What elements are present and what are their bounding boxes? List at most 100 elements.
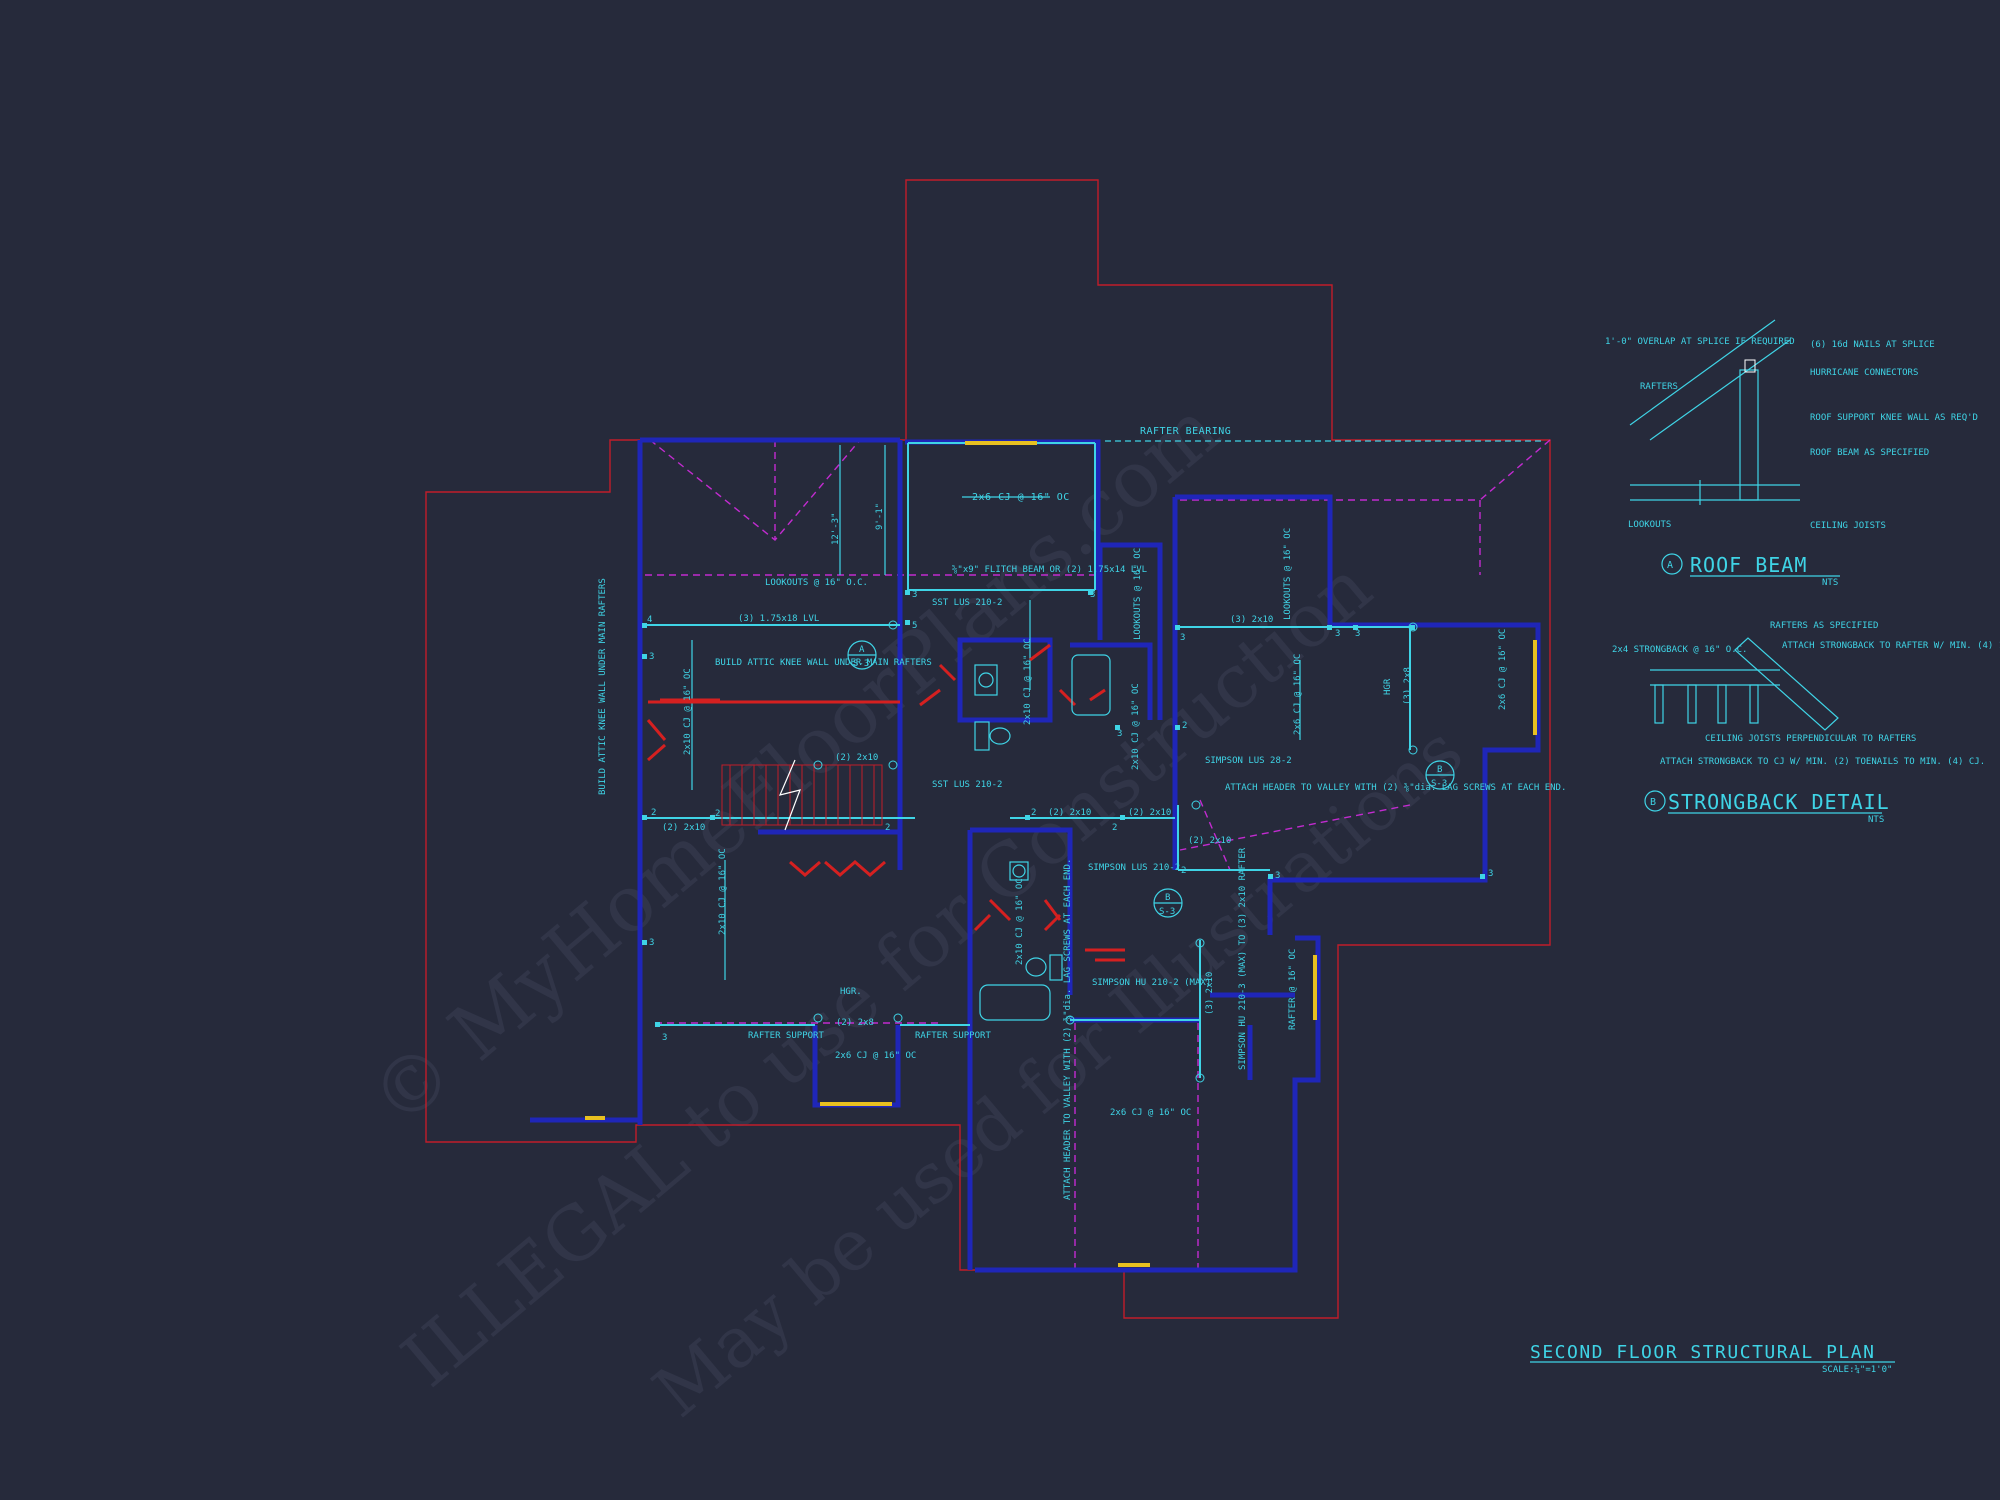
post-number: 3 [1117,729,1122,739]
plan-annotations: RAFTER BEARING 2x6 CJ @ 16" OC ⅝"x9" FLI… [598,426,1566,1200]
callout-b2-sheet: S-3 [1159,907,1175,917]
label-dim-b: 9'-1" [875,503,885,530]
post-number: 4 [647,615,652,625]
callout-b1-sheet: S-3 [1431,779,1447,789]
dimension-lines [691,440,1545,980]
stair [721,759,883,831]
detail-a-lookouts: LOOKOUTS [1628,520,1671,530]
label-three-2x8: (3) 2x8 [1403,667,1413,705]
label-simpson-lus: SIMPSON LUS 28-2 [1205,756,1292,766]
label-cj-right: 2x6 CJ @ 16" OC [1293,654,1303,735]
detail-a-rafters: RAFTERS [1640,382,1678,392]
post-number: 2 [1181,866,1186,876]
label-rafter-oc: RAFTER @ 16" OC [1288,949,1298,1030]
label-cj-porch: 2x6 CJ @ 16" OC [835,1051,916,1061]
detail-a-title: ROOF BEAM [1690,553,1807,577]
drawing-scale: SCALE:¼"=1'0" [1822,1365,1892,1375]
post-number: 2 [715,809,720,819]
drawing-title-block: SECOND FLOOR STRUCTURAL PLAN SCALE:¼"=1'… [1530,1342,1895,1375]
post-numbers: 3 4 2 3 3 3 5 3 3 3 3 2 3 3 3 2 2 2 2 2 [647,590,1493,1043]
detail-a-scale: NTS [1822,578,1838,588]
fixtures [974,654,1111,1021]
post-number: 3 [1335,629,1340,639]
label-lvl: (3) 1.75x18 LVL [738,614,819,624]
label-rafter-support-left: RAFTER SUPPORT [748,1031,824,1041]
label-two-2x8: (2) 2x8 [836,1018,874,1028]
drawing-title: SECOND FLOOR STRUCTURAL PLAN [1530,1342,1875,1363]
detail-a-nails: (6) 16d NAILS AT SPLICE [1810,340,1935,350]
callout-a-letter: A [859,645,865,655]
section-callouts: A S-3 B S-3 B S-3 [847,640,1455,918]
detail-a-marker: A [1667,560,1674,571]
beams [645,442,1415,1078]
post-number: 2 [885,823,890,833]
label-hdr-2x10-b: (2) 2x10 [662,823,705,833]
post-number: 3 [1488,869,1493,879]
post-number: 3 [649,938,654,948]
label-dim-a: 12'-3" [831,512,841,545]
detail-a-roof-beam: ROOF BEAM AS SPECIFIED [1810,448,1929,458]
label-two-2x10-a: (2) 2x10 [1048,808,1091,818]
label-two-2x10-b: (2) 2x10 [1128,808,1171,818]
label-two-2x10-c: (2) 2x10 [1188,836,1231,846]
detail-b-attach-cj: ATTACH STRONGBACK TO CJ W/ MIN. (2) TOEN… [1660,757,1985,767]
post-number: 3 [912,590,917,600]
label-flitch-beam: ⅝"x9" FLITCH BEAM OR (2) 1.75x14 LVL [952,565,1147,575]
detail-b-rafters: RAFTERS AS SPECIFIED [1770,621,1878,631]
walls [530,437,1541,1273]
post-number: 3 [662,1033,667,1043]
post-markers [642,590,1485,1083]
windows [585,441,1537,1267]
post-number: 2 [1182,721,1187,731]
callout-b1-letter: B [1437,765,1442,775]
label-cj-far-right: 2x6 CJ @ 16" OC [1498,629,1508,710]
label-rafter-support-right: RAFTER SUPPORT [915,1031,991,1041]
detail-b-marker: B [1650,797,1657,808]
label-cj-top: 2x6 CJ @ 16" OC [972,492,1070,503]
label-cj-center: 2x10 CJ @ 16" OC [1023,638,1033,725]
label-simpson-lus-2: SIMPSON LUS 210-2 [1088,863,1180,873]
detail-strongback: 2x4 STRONGBACK @ 16" O.C. RAFTERS AS SPE… [1612,621,2000,825]
label-knee-wall-vertical: BUILD ATTIC KNEE WALL UNDER MAIN RAFTERS [598,578,608,795]
post-number: 2 [1031,808,1036,818]
doors [646,643,1125,962]
callout-a-sheet: S-3 [853,659,869,669]
label-simpson-hu3: SIMPSON HU 210-3 (MAX) TO (3) 2x10 RAFTE… [1238,847,1248,1070]
label-cj-mid-2: 2x10 CJ @ 16" OC [1131,683,1141,770]
label-hdr-2x10: (2) 2x10 [835,753,878,763]
detail-roof-beam: 1'-0" OVERLAP AT SPLICE IF REQUIRED RAFT… [1605,319,1978,588]
detail-b-strongback: 2x4 STRONGBACK @ 16" O.C. [1612,645,1747,655]
post-number: 2 [1112,823,1117,833]
post-number: 5 [912,621,917,631]
label-cj-bottom: 2x6 CJ @ 16" OC [1110,1108,1191,1118]
post-number: 3 [1355,629,1360,639]
detail-b-attach-rafter: ATTACH STRONGBACK TO RAFTER W/ MIN. (4) … [1782,641,2000,651]
roof-hip-lines [645,439,1551,1270]
label-attach-header: ATTACH HEADER TO VALLEY WITH (2) ⅜"dia. … [1225,783,1566,793]
post-number: 3 [649,652,654,662]
label-three-2x10-top: (3) 2x10 [1230,615,1273,625]
detail-a-hurricane: HURRICANE CONNECTORS [1810,368,1918,378]
detail-a-ceiling-joists: CEILING JOISTS [1810,521,1886,531]
label-simpson-hu: SIMPSON HU 210-2 (MAX) [1092,978,1211,988]
label-sst-2: SST LUS 210-2 [932,780,1002,790]
post-number: 2 [651,808,656,818]
detail-a-overlap: 1'-0" OVERLAP AT SPLICE IF REQUIRED [1605,337,1795,347]
watermark: © MyHomeFloorPlans.com ILLEGAL to use fo… [354,384,1478,1433]
post-number: 3 [1275,871,1280,881]
detail-b-title: STRONGBACK DETAIL [1668,790,1890,814]
label-sst-1: SST LUS 210-2 [932,598,1002,608]
detail-a-knee-wall: ROOF SUPPORT KNEE WALL AS REQ'D [1810,413,1978,423]
label-cj-lower-left: 2x10 CJ @ 16" OC [718,848,728,935]
label-rafter-bearing: RAFTER BEARING [1140,426,1231,437]
label-attach-vertical: ATTACH HEADER TO VALLEY WITH (2) ⅜"dia. … [1063,859,1073,1200]
label-cj-bath: 2x10 CJ @ 16" OC [1015,878,1025,965]
label-cj-left: 2x10 CJ @ 16" OC [683,668,693,755]
label-three-2x10-vertical: (3) 2x10 [1205,972,1215,1015]
label-knee-wall: BUILD ATTIC KNEE WALL UNDER MAIN RAFTERS [715,658,932,668]
post-number: 3 [1180,633,1185,643]
label-lookouts-left: LOOKOUTS @ 16" O.C. [765,578,868,588]
label-hgr-2: HGR [1383,678,1393,695]
label-lookouts-mid: LOOKOUTS @ 16" OC [1133,548,1143,640]
